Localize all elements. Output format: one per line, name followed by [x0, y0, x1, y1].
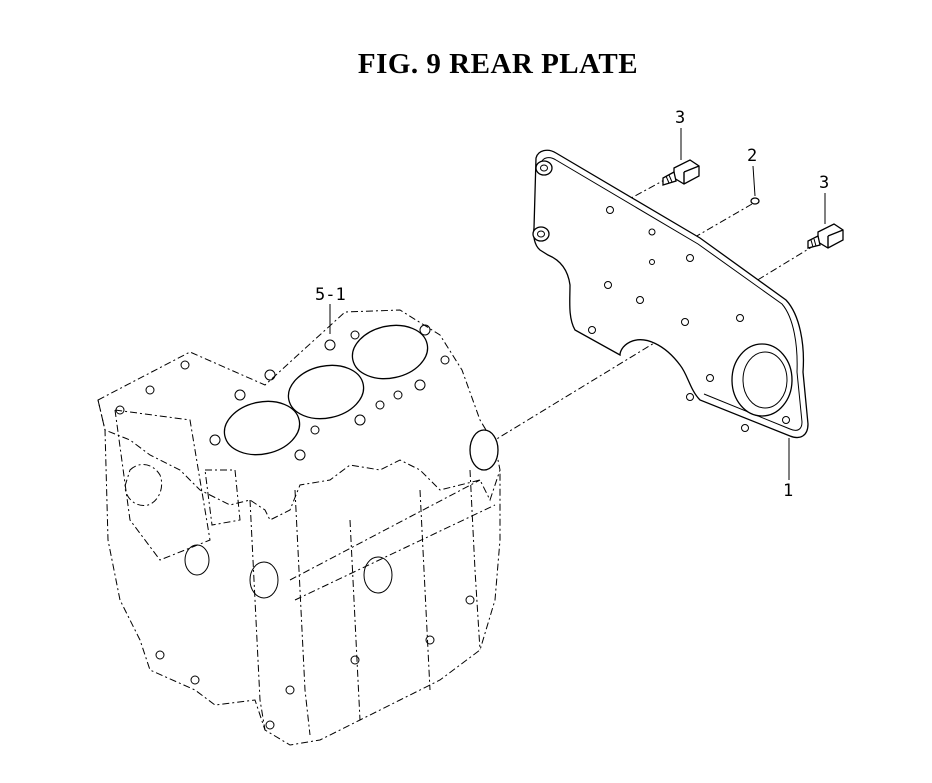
- callout-5-1: 5-1: [315, 285, 346, 305]
- callout-1: 1: [783, 481, 793, 501]
- callout-2: 2: [747, 146, 757, 166]
- leader-line-2: [752, 165, 756, 197]
- figure-title: FIG. 9 REAR PLATE: [357, 48, 639, 80]
- cylinder-block-5-1: [97, 309, 501, 746]
- bolt-3-top: [662, 159, 700, 186]
- bolt-axis-line-right: [494, 244, 816, 441]
- rear-plate-1: [532, 149, 809, 439]
- dowel-pin-2: [750, 197, 760, 205]
- callout-3-top: 3: [675, 108, 685, 128]
- bolt-3-right: [807, 223, 844, 249]
- callout-3-right: 3: [819, 173, 829, 193]
